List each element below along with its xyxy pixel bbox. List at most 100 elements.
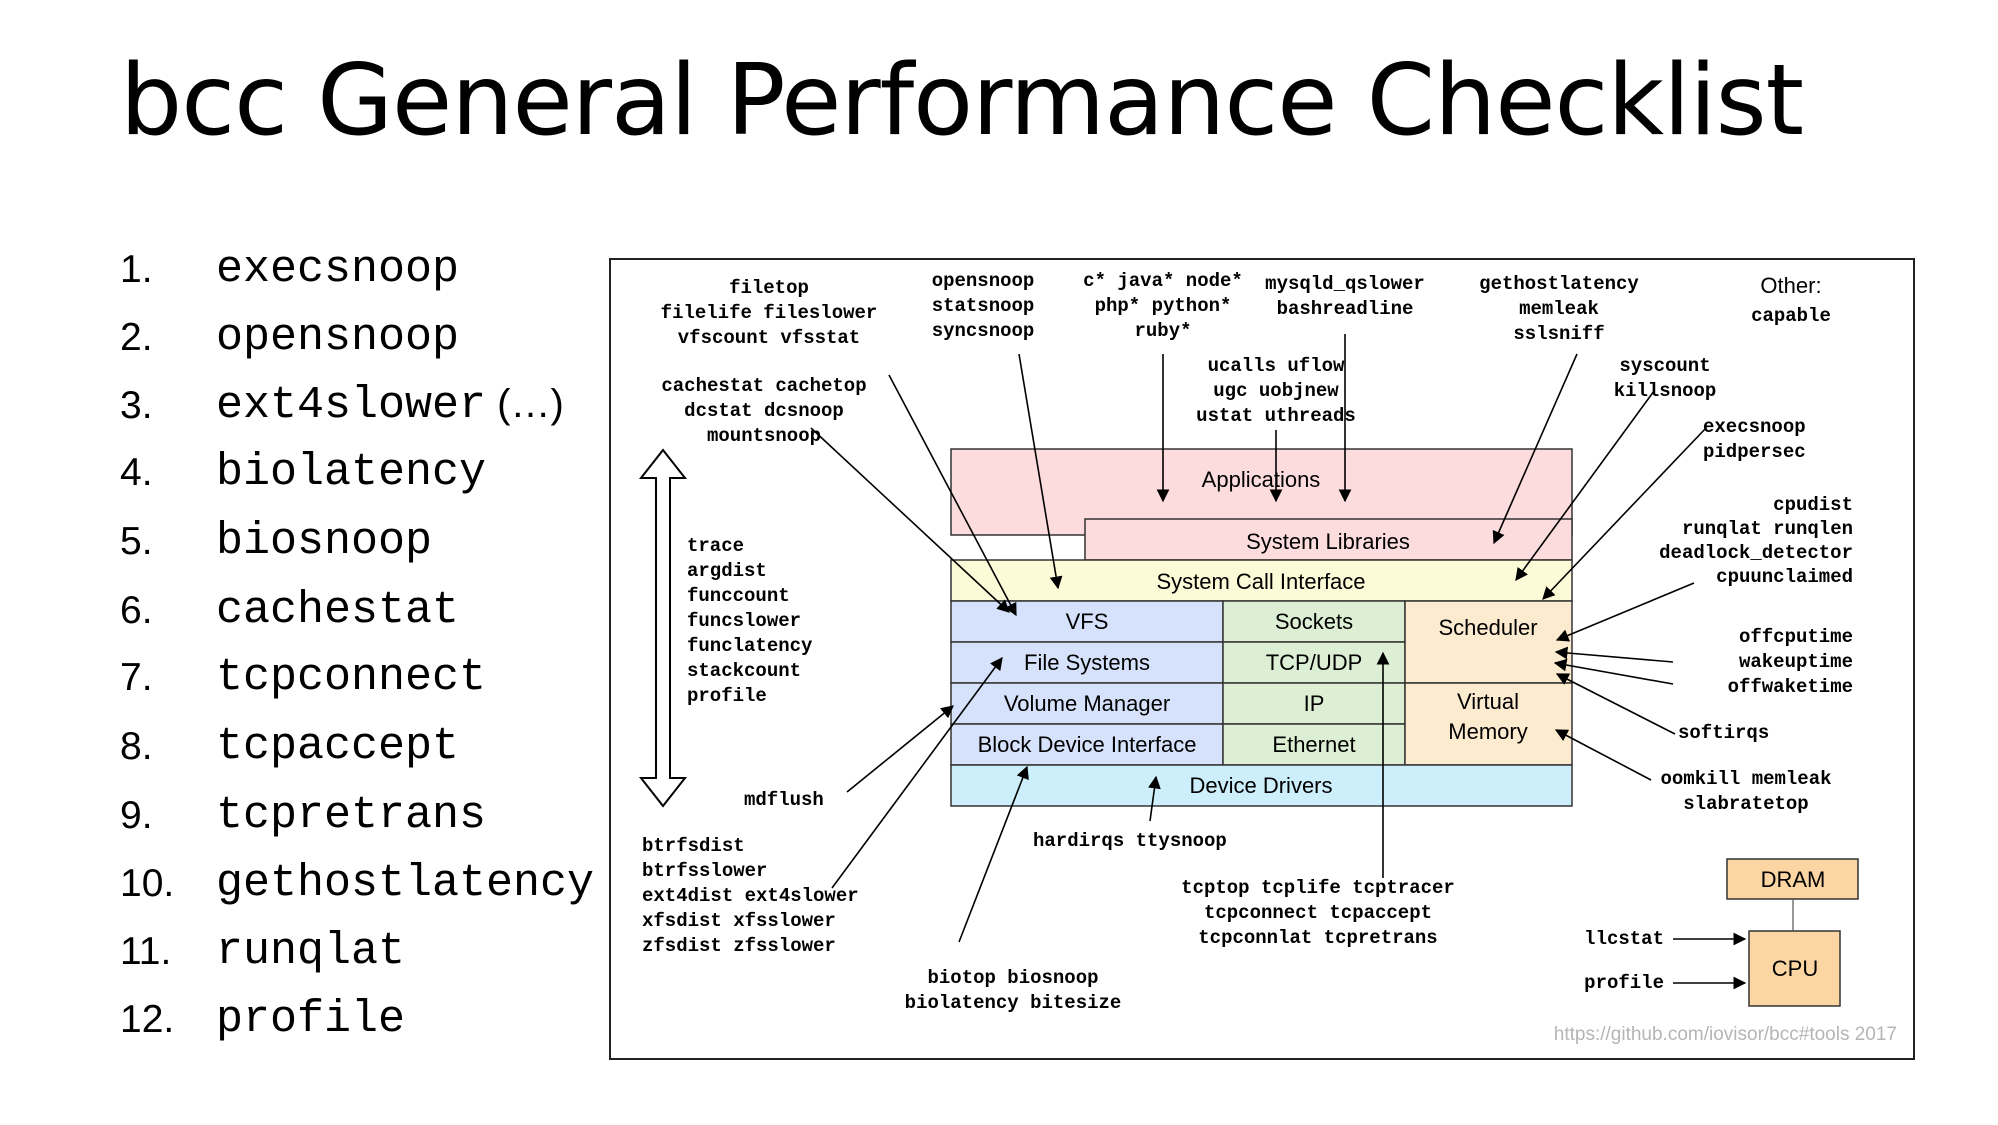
- tool-label-cpudist: cpudist: [1773, 494, 1853, 516]
- arrow-softirqs-scheduler: [1555, 673, 1676, 735]
- dram-box: [1726, 858, 1859, 900]
- sockets-label: Sockets: [1275, 609, 1353, 634]
- checklist-tool: biolatency: [216, 447, 487, 498]
- checklist-tool-name: profile: [216, 994, 405, 1045]
- checklist-tool: tcpaccept: [216, 721, 460, 772]
- arrow-execsnoop-sci: [1542, 427, 1707, 600]
- device-drivers-label: Device Drivers: [1189, 773, 1332, 798]
- tool-label-oomkill: slabratetop: [1683, 793, 1808, 815]
- source-credit: https://github.com/iovisor/bcc#tools 201…: [1554, 1024, 1897, 1045]
- checklist-tool: ext4slower: [216, 380, 487, 431]
- tool-label-offcpu: wakeuptime: [1739, 651, 1853, 673]
- checklist-number: 4.: [120, 451, 153, 494]
- tool-label-opensnoop: opensnoop: [932, 270, 1035, 292]
- arrow-hardirqs-device-drivers: [1148, 775, 1161, 822]
- tool-label-offcpu: offcputime: [1739, 626, 1853, 648]
- ip-label: IP: [1304, 691, 1325, 716]
- tool-label-ucalls: ustat uthreads: [1196, 405, 1356, 427]
- cpu-box: [1748, 930, 1841, 1007]
- tool-label-hardirqs: hardirqs ttysnoop: [1033, 830, 1227, 852]
- tool-label-tcptop: tcpconnect tcpaccept: [1204, 902, 1432, 924]
- tcp-udp-label: TCP/UDP: [1266, 650, 1363, 675]
- arrow-opensnoop-sci: [1018, 353, 1063, 590]
- tool-label-softirqs: softirqs: [1678, 722, 1769, 744]
- tool-label-gethost: gethostlatency: [1479, 273, 1639, 295]
- slide-title: bcc General Performance Checklist: [120, 44, 1804, 158]
- tool-label-tcptop: tcptop tcplife tcptracer: [1181, 877, 1455, 899]
- tool-label-ucalls: ugc uobjnew: [1213, 380, 1339, 402]
- arrow-oomkill-virtual-memory: [1554, 729, 1652, 781]
- checklist-number: 3.: [120, 384, 153, 427]
- checklist-tool-name: biosnoop: [216, 516, 432, 567]
- checklist-tool-name: tcpretrans: [216, 790, 486, 841]
- checklist-tool: profile: [216, 994, 406, 1045]
- cpu-label: CPU: [1772, 956, 1818, 981]
- tool-label-mdflush: mdflush: [744, 789, 824, 811]
- checklist-number: 2.: [120, 316, 153, 359]
- tool-arrows: [810, 334, 1747, 990]
- checklist-tool-name: opensnoop: [216, 312, 459, 363]
- block-device-interface-label: Block Device Interface: [978, 732, 1197, 757]
- arrow-mdflush-volume-manager: [846, 705, 954, 793]
- system-call-interface-label: System Call Interface: [1156, 569, 1365, 594]
- tool-label-trace: profile: [687, 685, 767, 707]
- arrow-gethost-libraries: [1492, 353, 1578, 545]
- tool-label-btrfs: btrfsdist: [642, 835, 745, 857]
- checklist-number: 8.: [120, 725, 153, 768]
- arrow-btrfs-file-systems: [831, 656, 1003, 889]
- tool-label-syscount: killsnoop: [1614, 380, 1717, 402]
- tool-label-trace: trace: [687, 535, 744, 557]
- tool-label-biotop: biotop biosnoop: [927, 967, 1098, 989]
- arrow-cpudist-scheduler: [1555, 582, 1695, 642]
- tool-label-other: capable: [1751, 305, 1831, 327]
- checklist-tool-name: gethostlatency: [216, 858, 594, 909]
- tool-label-oomkill: oomkill memleak: [1660, 768, 1831, 790]
- tool-label-llcstat: llcstat: [1584, 928, 1664, 950]
- volume-manager-label: Volume Manager: [1004, 691, 1170, 716]
- checklist-number: 9.: [120, 794, 153, 837]
- virtual-memory-layer: [1404, 682, 1573, 766]
- checklist-tool: runqlat: [216, 926, 406, 977]
- tool-label-cachestat: cachestat cachetop: [661, 375, 866, 397]
- scheduler-layer: [1404, 600, 1573, 684]
- arrow-biotop-block-device: [958, 765, 1029, 943]
- tool-label-other: Other:: [1760, 273, 1821, 298]
- virtual-memory-label-1: Virtual: [1457, 689, 1519, 714]
- checklist-number: 11.: [120, 930, 172, 973]
- tool-label-opensnoop: syncsnoop: [932, 320, 1035, 342]
- applications-label: Applications: [1202, 467, 1321, 492]
- tool-label-languages: php* python*: [1095, 295, 1232, 317]
- checklist-tool-name: cachestat: [216, 585, 459, 636]
- checklist-tool-name: tcpaccept: [216, 721, 459, 772]
- system-libraries-label: System Libraries: [1246, 529, 1410, 554]
- checklist-tool: tcpretrans: [216, 790, 487, 841]
- vfs-label: VFS: [1066, 609, 1109, 634]
- tool-label-cachestat: dcstat dcsnoop: [684, 400, 844, 422]
- diagram-canvas: Applications System Libraries System Cal…: [638, 270, 1897, 1045]
- checklist-tool-name: execsnoop: [216, 244, 459, 295]
- arrow-cachestat-vfs: [810, 427, 1010, 613]
- checklist-number: 5.: [120, 520, 153, 563]
- checklist-tool: biosnoop: [216, 516, 433, 567]
- tool-label-cpudist: runqlat runqlen: [1682, 518, 1853, 540]
- checklist-tool-name: tcpconnect: [216, 652, 486, 703]
- checklist-number: 6.: [120, 589, 153, 632]
- tool-label-btrfs: ext4dist ext4slower: [642, 885, 859, 907]
- tool-label-cachestat: mountsnoop: [707, 425, 821, 447]
- checklist-tool-name: biolatency: [216, 447, 486, 498]
- tool-label-languages: c* java* node*: [1083, 270, 1243, 292]
- tool-label-languages: ruby*: [1134, 320, 1191, 342]
- arrow-filetop-vfs: [888, 374, 1017, 617]
- arrow-offcpu-scheduler-1: [1554, 646, 1674, 663]
- tool-label-mysqld: mysqld_qslower: [1265, 273, 1425, 295]
- checklist-tool: gethostlatency: [216, 858, 595, 909]
- tool-label-trace: funccount: [687, 585, 790, 607]
- tool-label-filetop: vfscount vfsstat: [678, 327, 860, 349]
- arrow-syscount-sci: [1515, 390, 1655, 582]
- tool-label-offcpu: offwaketime: [1728, 676, 1853, 698]
- checklist-tool: tcpconnect: [216, 652, 487, 703]
- tool-label-tcptop: tcpconnlat tcpretrans: [1198, 927, 1437, 949]
- tool-label-trace: stackcount: [687, 660, 801, 682]
- checklist-tool: cachestat: [216, 585, 460, 636]
